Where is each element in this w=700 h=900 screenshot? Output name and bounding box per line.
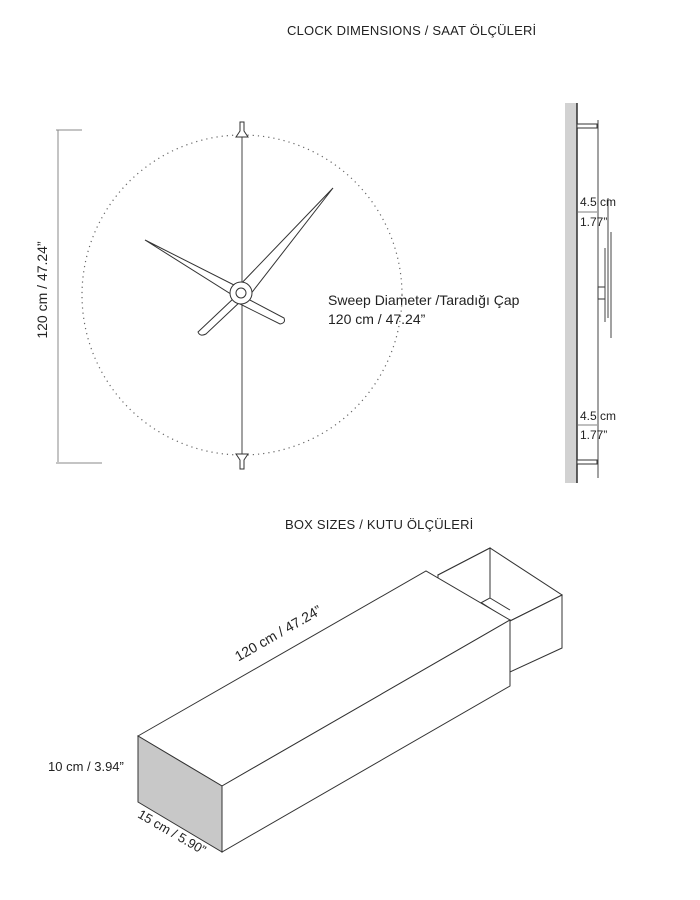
- depth-bottom-in: 1.77”: [580, 428, 608, 442]
- box-section-title: BOX SIZES / KUTU ÖLÇÜLERİ: [285, 517, 474, 532]
- counterweight-lower-right: [239, 297, 285, 325]
- wall-section: [565, 103, 577, 483]
- clock-hub-inner: [235, 287, 247, 299]
- side-bottom-bracket: [576, 459, 598, 465]
- clock-hub: [229, 281, 253, 305]
- box-height-label: 10 cm / 3.94”: [48, 759, 124, 774]
- tray-floor-edge: [489, 597, 511, 611]
- clock-side-view: [565, 103, 612, 483]
- clock-section-title: CLOCK DIMENSIONS / SAAT ÖLÇÜLERİ: [287, 23, 537, 38]
- depth-top-in: 1.77”: [580, 215, 608, 229]
- sweep-circle: [81, 134, 403, 456]
- bottom-mount: [235, 453, 249, 470]
- side-top-bracket: [576, 123, 598, 129]
- depth-top-cm: 4.5 cm: [580, 195, 617, 209]
- hour-hand: [144, 239, 239, 297]
- minute-hand: [236, 187, 334, 301]
- sweep-diameter-value: 120 cm / 47.24”: [328, 311, 426, 327]
- depth-bottom-cm: 4.5 cm: [580, 409, 617, 423]
- box-drawing: [137, 547, 564, 853]
- sweep-diameter-label: Sweep Diameter /Taradığı Çap: [328, 292, 520, 308]
- top-mount: [235, 121, 249, 138]
- box-front-face: [221, 619, 511, 853]
- side-hub: [597, 286, 606, 300]
- clock-height-label: 120 cm / 47.24”: [34, 241, 50, 339]
- counterweight-lower-left: [197, 297, 244, 336]
- clock-front-view: [56, 121, 403, 470]
